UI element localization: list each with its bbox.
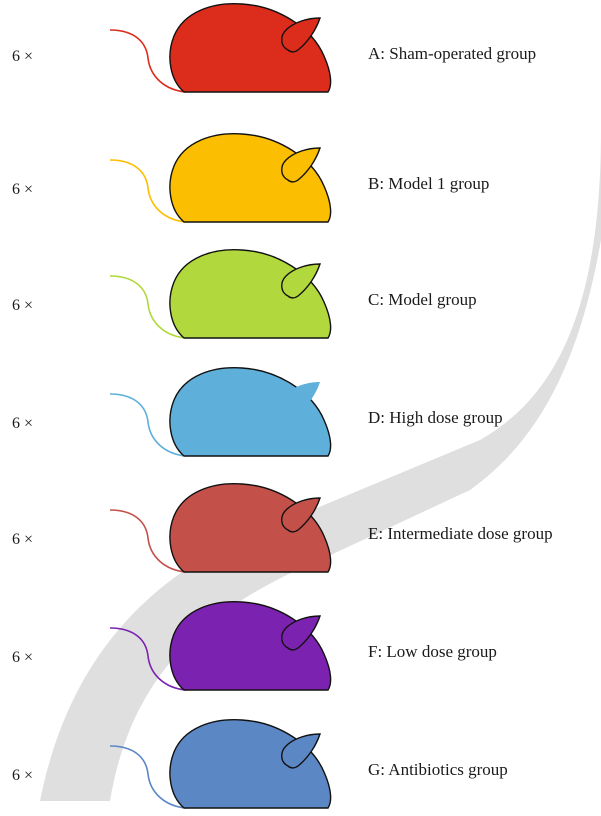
mouse-body xyxy=(169,3,332,93)
group-row: 6 × E: Intermediate dose group xyxy=(0,468,601,578)
group-count: 6 × xyxy=(12,297,34,314)
group-label: F: Low dose group xyxy=(368,642,497,661)
mouse-ear xyxy=(281,733,321,769)
mouse-body xyxy=(169,367,332,457)
group-row: 6 × A: Sham-operated group xyxy=(0,0,601,110)
mouse-ear xyxy=(281,615,321,651)
mouse-tail xyxy=(109,159,187,223)
mouse-tail xyxy=(109,509,187,573)
mouse-tail xyxy=(109,275,187,339)
mouse-body xyxy=(169,719,332,809)
mouse-tail xyxy=(109,393,187,457)
group-row: 6 × D: High dose group xyxy=(0,352,601,462)
group-count: 6 × xyxy=(12,531,34,548)
group-count: 6 × xyxy=(12,767,34,784)
mouse-icon xyxy=(109,601,332,691)
mouse-ear xyxy=(281,263,321,299)
mouse-icon xyxy=(109,249,332,339)
mouse-body xyxy=(169,483,332,573)
group-label: B: Model 1 group xyxy=(368,174,490,193)
mouse-body xyxy=(169,133,332,223)
group-row: 6 × B: Model 1 group xyxy=(0,118,601,228)
group-label: D: High dose group xyxy=(368,408,503,427)
group-count: 6 × xyxy=(12,415,34,432)
mouse-ear xyxy=(281,382,320,416)
group-count: 6 × xyxy=(12,649,34,666)
group-label: A: Sham-operated group xyxy=(368,44,537,63)
mouse-ear xyxy=(281,17,321,53)
mouse-tail xyxy=(109,627,187,691)
mouse-icon xyxy=(109,483,332,573)
mouse-ear xyxy=(281,147,321,183)
group-row: 6 × G: Antibiotics group xyxy=(0,704,601,814)
group-label: G: Antibiotics group xyxy=(368,760,508,779)
watermark-band xyxy=(40,130,601,801)
group-label: C: Model group xyxy=(368,290,477,309)
mouse-tail xyxy=(109,29,187,93)
mouse-body xyxy=(169,249,332,339)
group-label: E: Intermediate dose group xyxy=(368,524,553,543)
mouse-body xyxy=(169,601,332,691)
group-row: 6 × F: Low dose group xyxy=(0,586,601,696)
group-row: 6 × C: Model group xyxy=(0,234,601,344)
group-count: 6 × xyxy=(12,181,34,198)
mouse-ear xyxy=(281,497,321,533)
group-count: 6 × xyxy=(12,48,34,65)
mouse-icon xyxy=(109,719,332,809)
mouse-icon xyxy=(109,3,332,93)
mouse-icon xyxy=(109,133,332,223)
mouse-icon xyxy=(109,367,332,457)
